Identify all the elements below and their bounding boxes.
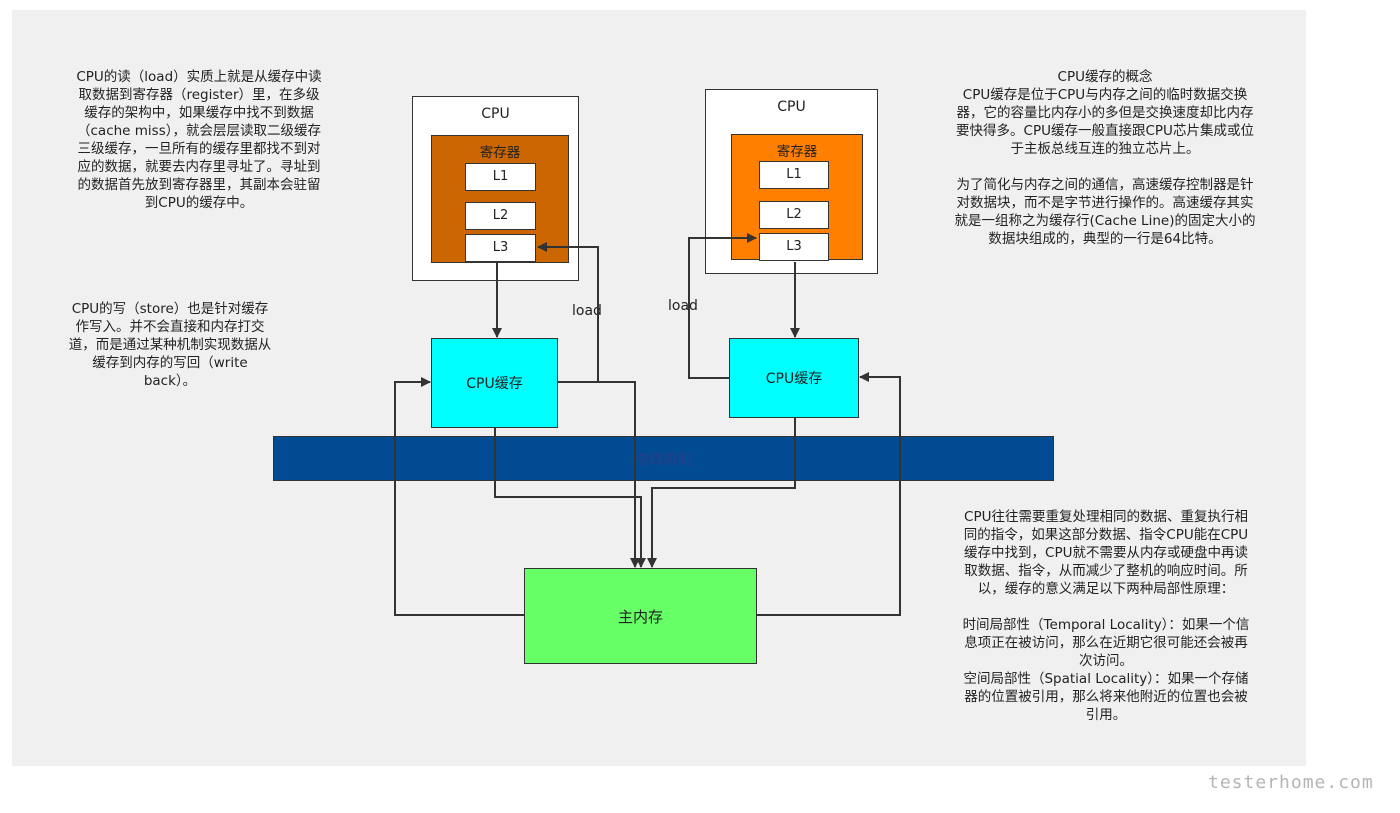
cpu-left-l1: L1 [465, 163, 536, 191]
cpu-cache-left: CPU缓存 [431, 338, 558, 428]
cpu-right-l2: L2 [759, 201, 829, 229]
load-label-left: load [572, 303, 602, 319]
cpu-left-register: 寄存器 L1 L2 L3 [431, 135, 569, 263]
watermark: testerhome.com [1208, 772, 1374, 793]
cpu-right-register-label: 寄存器 [776, 144, 818, 160]
note-cache-concept: CPU缓存的概念 CPU缓存是位于CPU与内存之间的临时数据交换 器，它的容量比… [954, 69, 1256, 247]
bus-mechanism: 总线机制 [273, 436, 1054, 481]
note-locality: CPU往往需要重复处理相同的数据、重复执行相 同的指令，如果这部分数据、指令CP… [962, 509, 1250, 723]
cpu-right: CPU 寄存器 L1 L2 L3 [705, 89, 878, 274]
cpu-left-title: CPU [481, 106, 510, 122]
cpu-left-l2: L2 [465, 202, 536, 230]
cpu-right-l1: L1 [759, 161, 829, 189]
cpu-left-register-label: 寄存器 [479, 145, 521, 161]
cpu-left: CPU 寄存器 L1 L2 L3 [412, 96, 579, 281]
cpu-right-register: 寄存器 L1 L2 L3 [731, 134, 863, 261]
note-store-write: CPU的写（store）也是针对缓存 作写入。并不会直接和内存打交 道，而是通过… [68, 301, 272, 389]
cpu-cache-right: CPU缓存 [729, 338, 859, 418]
main-memory: 主内存 [524, 568, 757, 664]
load-label-right: load [668, 298, 698, 314]
note-load-read: CPU的读（load）实质上就是从缓存中读 取数据到寄存器（register）里… [76, 69, 322, 211]
cpu-right-title: CPU [777, 99, 806, 115]
cpu-right-l3: L3 [759, 233, 829, 261]
cpu-left-l3: L3 [465, 234, 536, 262]
